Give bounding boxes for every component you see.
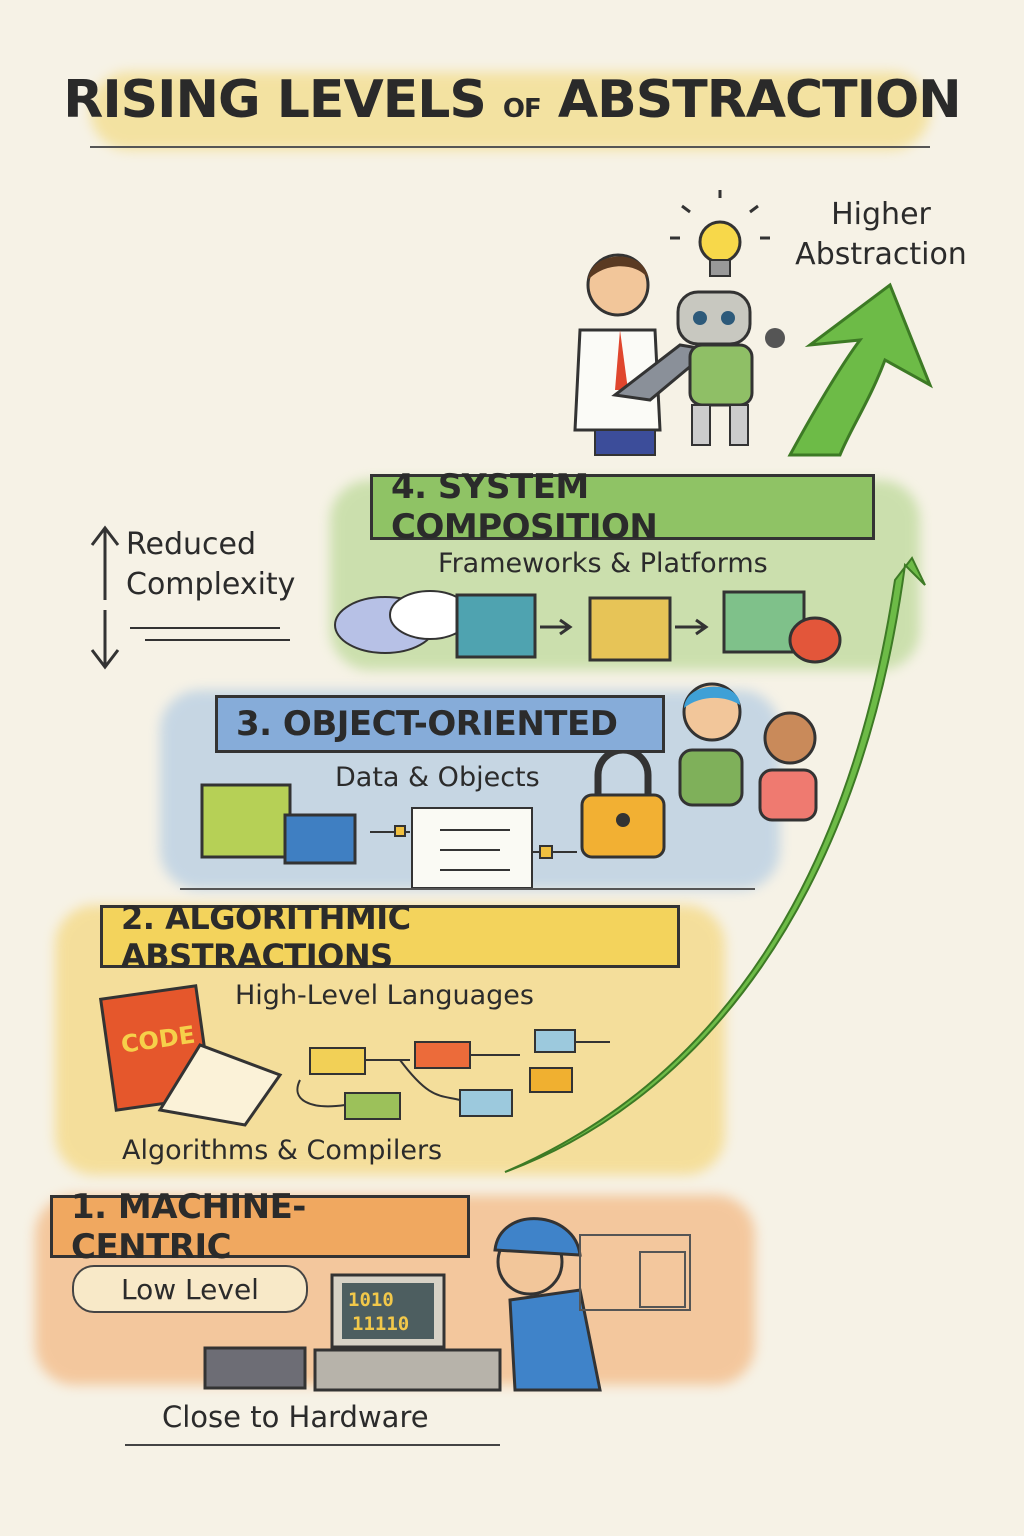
level-2-banner: 2. ALGORITHMIC ABSTRACTIONS bbox=[100, 899, 680, 975]
level-2-caption: Algorithms & Compilers bbox=[122, 1135, 443, 1166]
keyboard-icon bbox=[203, 1346, 307, 1390]
padlock-icon bbox=[580, 746, 666, 859]
higher-label-line1: Higher bbox=[831, 197, 931, 232]
yellow-module-cube-icon bbox=[588, 596, 672, 662]
cloud-icon bbox=[334, 590, 471, 654]
teal-module-cube-icon bbox=[455, 593, 537, 659]
title-wash bbox=[90, 72, 930, 150]
level-4-banner: 4. SYSTEM COMPOSITION bbox=[370, 467, 875, 547]
level-1-underline bbox=[125, 1444, 500, 1446]
level-1-caption: Close to Hardware bbox=[162, 1400, 429, 1434]
green-object-cube-icon bbox=[200, 783, 292, 859]
reduced-complexity-label: Reduced Complexity bbox=[126, 525, 295, 605]
code-book-icon: CODE bbox=[98, 984, 283, 1127]
lightbulb-icon bbox=[670, 190, 770, 277]
higher-label-line2: Abstraction bbox=[795, 237, 967, 272]
low-level-tag: Low Level bbox=[72, 1265, 308, 1313]
level-1-banner: 1. MACHINE-CENTRIC bbox=[50, 1187, 470, 1267]
title-part2: OF bbox=[502, 94, 542, 124]
scientist-character bbox=[573, 253, 714, 456]
higher-abstraction-label: Higher Abstraction bbox=[786, 195, 976, 275]
title-part1: RISING LEVELS bbox=[63, 70, 486, 130]
screen-line-1: 1010 bbox=[348, 1289, 394, 1311]
page-title: RISING LEVELS OF ABSTRACTION bbox=[0, 70, 1024, 130]
level-4-subtitle: Frameworks & Platforms bbox=[438, 548, 768, 579]
class-diagram-icon bbox=[370, 807, 577, 889]
computer-terminal-icon: 1010 11110 bbox=[313, 1273, 502, 1392]
robot-character bbox=[676, 290, 785, 446]
database-cylinder-icon bbox=[788, 616, 842, 664]
algorithm-flowchart-icon bbox=[296, 1029, 610, 1120]
level-3-baseline bbox=[180, 888, 755, 890]
title-part3: ABSTRACTION bbox=[557, 70, 962, 130]
complexity-label-line2: Complexity bbox=[126, 567, 296, 602]
flow-arrows-icon bbox=[540, 618, 709, 636]
title-underline bbox=[90, 146, 930, 148]
top-arrow-icon bbox=[787, 282, 933, 457]
level-3-subtitle: Data & Objects bbox=[335, 762, 540, 793]
complexity-arrows-icon bbox=[90, 525, 290, 670]
complexity-label-line1: Reduced bbox=[126, 527, 257, 562]
engineer-character bbox=[493, 1217, 602, 1392]
circuit-diagram-icon bbox=[579, 1234, 691, 1311]
rising-arrow bbox=[504, 556, 926, 1173]
screen-line-2: 11110 bbox=[352, 1313, 409, 1335]
level-3-banner: 3. OBJECT-ORIENTED bbox=[215, 695, 665, 753]
level-2-subtitle: High-Level Languages bbox=[235, 980, 534, 1011]
blue-object-box-icon bbox=[283, 813, 357, 865]
children-characters bbox=[678, 682, 818, 822]
